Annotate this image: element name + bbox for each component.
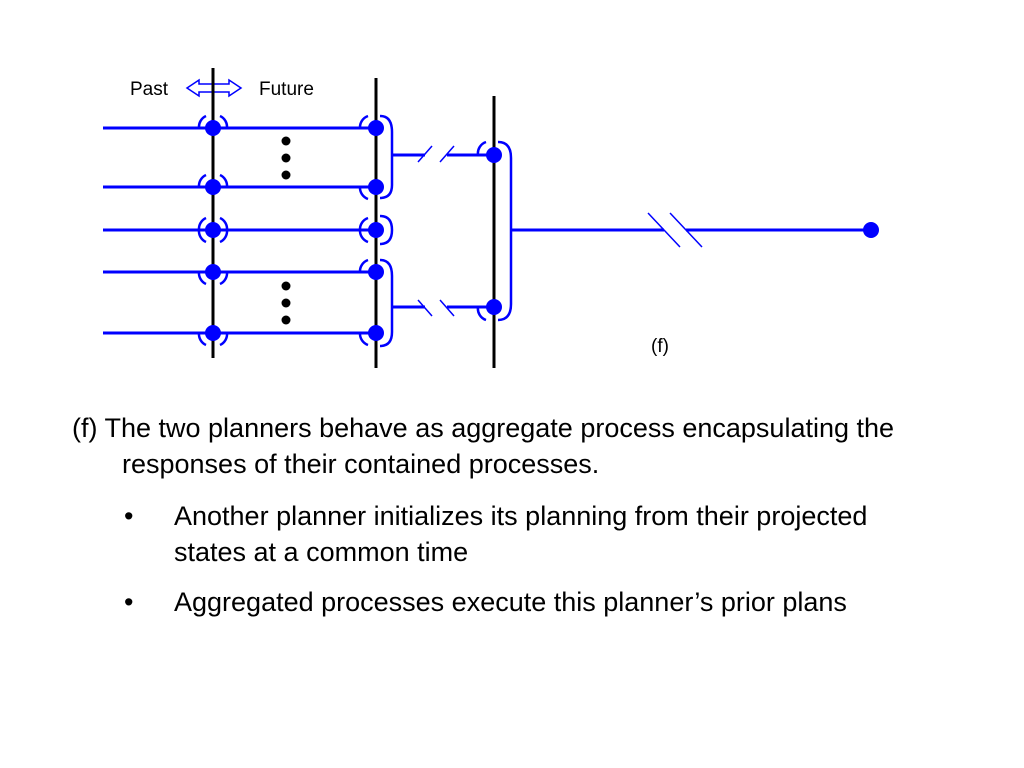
break-marks-large: [647, 212, 703, 248]
middle-node-brackets: [358, 114, 394, 348]
bullet-item: • Aggregated processes execute this plan…: [72, 584, 932, 620]
label-past: Past: [130, 79, 169, 100]
caption-paragraph: (f) The two planners behave as aggregate…: [72, 413, 895, 479]
bullet-symbol: •: [124, 587, 134, 617]
node-middle-3: [368, 222, 384, 238]
bullet-symbol: •: [124, 501, 134, 531]
left-node-brackets: [197, 114, 229, 347]
figure-label: (f): [651, 336, 669, 357]
nodes: [205, 120, 879, 341]
caption-bullets: • Another planner initializes its planni…: [72, 498, 932, 620]
label-future: Future: [259, 79, 314, 100]
bullet-text: Another planner initializes its planning…: [174, 501, 868, 567]
node-middle-2: [368, 179, 384, 195]
node-right-1: [486, 147, 502, 163]
node-middle-5: [368, 325, 384, 341]
node-left-5: [205, 325, 221, 341]
bullet-item: • Another planner initializes its planni…: [72, 498, 932, 570]
caption: (f) The two planners behave as aggregate…: [72, 410, 932, 634]
planner-connectors: [392, 153, 494, 309]
break-marks-small: [417, 145, 455, 317]
node-output: [863, 222, 879, 238]
node-middle-4: [368, 264, 384, 280]
node-left-4: [205, 264, 221, 280]
node-middle-1: [368, 120, 384, 136]
process-diagram: Past Future: [103, 68, 879, 368]
node-left-2: [205, 179, 221, 195]
node-left-3: [205, 222, 221, 238]
process-lines: [103, 126, 376, 335]
node-right-2: [486, 299, 502, 315]
ellipsis-dots: [281, 136, 291, 325]
bullet-text: Aggregated processes execute this planne…: [174, 587, 847, 617]
node-left-1: [205, 120, 221, 136]
